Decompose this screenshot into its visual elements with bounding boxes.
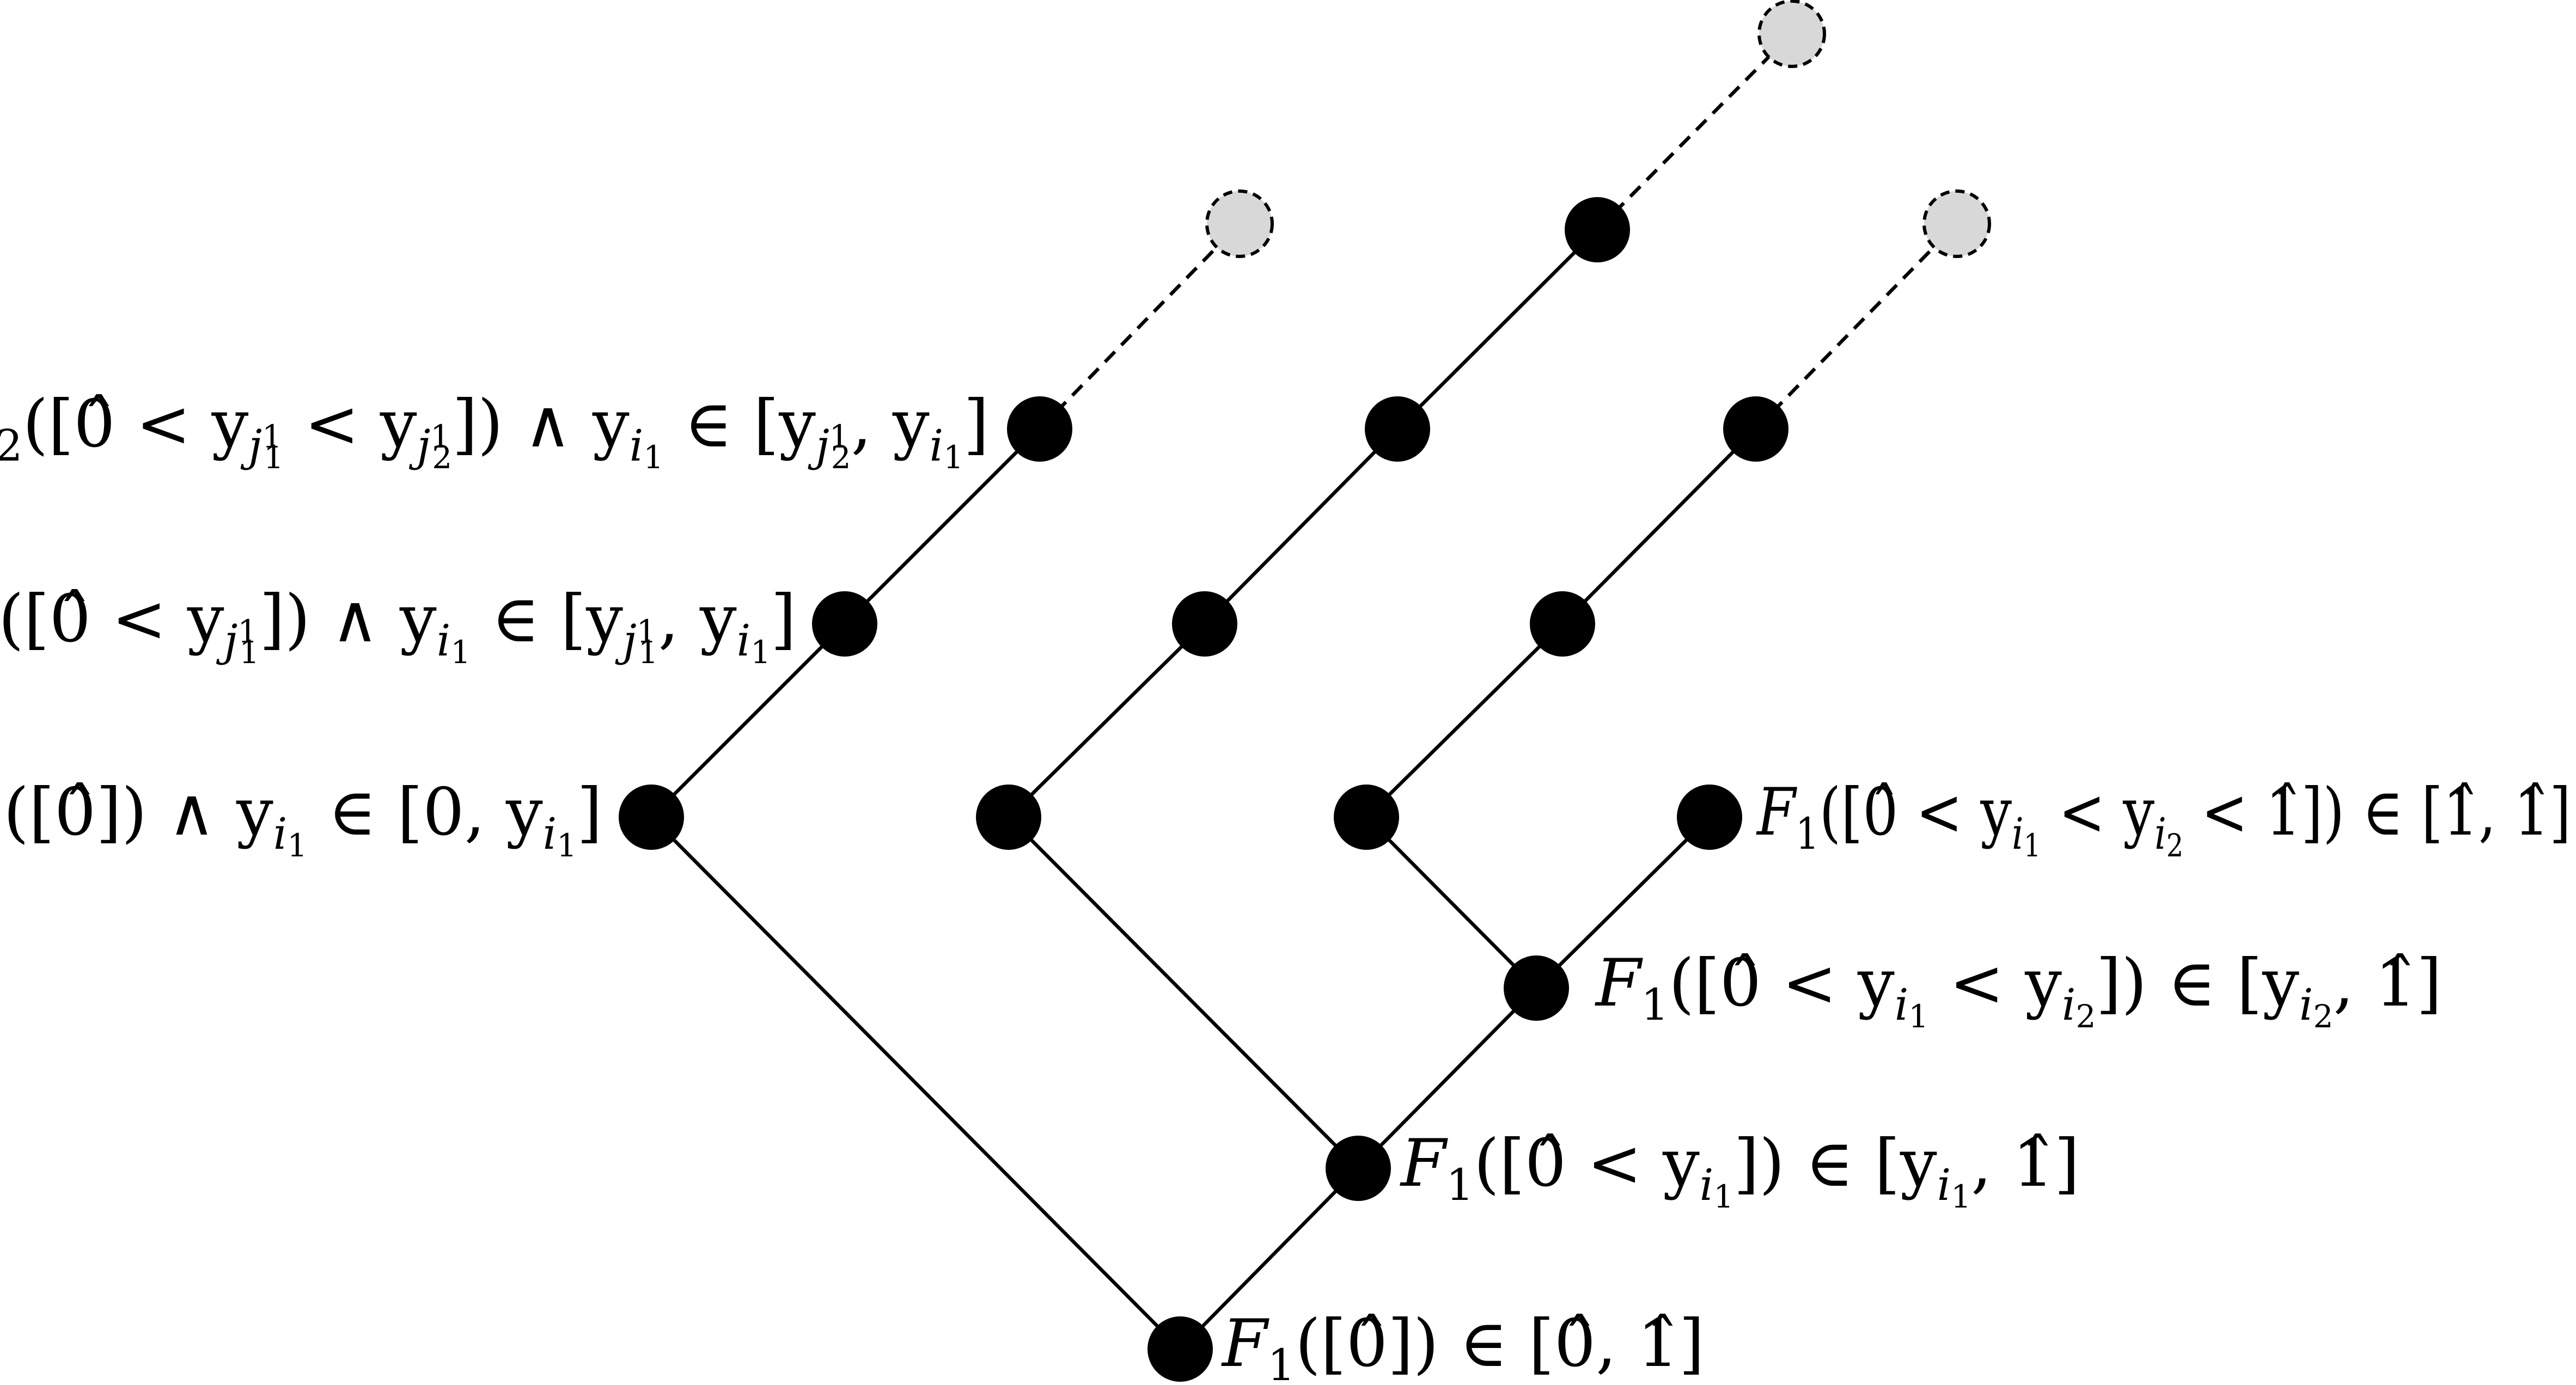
label-f1-full: F1([0̂ < yi1 < yi2 < 1̂]) ∈ [1̂, 1̂] <box>1756 775 2571 864</box>
edge-right-dashed <box>1754 222 1958 431</box>
node-f1-yi1-yi2 <box>1504 955 1569 1021</box>
edge-root-to-yi1 <box>1179 1167 1360 1351</box>
label-f1-root: F1([0̂]) ∈ [0̂, 1̂] <box>1221 1306 1705 1385</box>
node-f1-yi1 <box>1326 1136 1391 1201</box>
node-f2-yj2 <box>1007 396 1072 462</box>
edge-root-to-f2root <box>650 816 1182 1351</box>
node-mid-3 <box>1365 396 1430 462</box>
edge-mid-2 <box>1203 427 1399 626</box>
edge-right-1 <box>1365 622 1564 819</box>
edge-yi2-to-right-branch <box>1365 816 1538 990</box>
node-right-2 <box>1530 591 1595 657</box>
edge-left-1 <box>650 622 846 819</box>
labels: F1([0̂]) ∈ [0̂, 1̂] F1([0̂ < yi1]) ∈ [yi… <box>0 387 2571 1385</box>
edge-mid-1 <box>1007 622 1206 819</box>
node-right-1 <box>1334 785 1399 850</box>
node-mid-4 <box>1565 197 1630 262</box>
label-f2-root: F2([0̂]) ∧ yi1 ∈ [0, yi1] <box>0 775 602 864</box>
node-f1-full <box>1677 785 1742 850</box>
edge-left-dashed <box>1038 222 1241 431</box>
node-f2-yj1 <box>812 591 877 657</box>
ghost-node-right <box>1922 189 1991 258</box>
ghost-node-middle <box>1757 0 1826 68</box>
edge-mid-dashed <box>1596 32 1793 231</box>
ghost-node-left <box>1205 189 1274 258</box>
node-mid-1 <box>976 785 1041 850</box>
label-f1-yi1: F1([0̂ < yi1]) ∈ [yi1, 1̂] <box>1400 1126 2080 1215</box>
label-f1-yi1-yi2: F1([0̂ < yi1 < yi2]) ∈ [yi2, 1̂] <box>1595 946 2442 1035</box>
edge-yi2-to-full <box>1535 816 1711 990</box>
node-f1-root <box>1147 1316 1213 1382</box>
node-f2-root <box>619 785 684 850</box>
edges <box>650 32 1958 1351</box>
node-mid-2 <box>1172 591 1237 657</box>
edge-yi1-to-mid-branch <box>1007 816 1360 1170</box>
nodes <box>619 0 1991 1382</box>
edge-right-2 <box>1561 427 1757 626</box>
node-right-3 <box>1723 396 1788 462</box>
edge-left-2 <box>843 427 1041 626</box>
edge-mid-3 <box>1396 228 1599 431</box>
edge-yi1-to-yi2 <box>1357 986 1538 1170</box>
